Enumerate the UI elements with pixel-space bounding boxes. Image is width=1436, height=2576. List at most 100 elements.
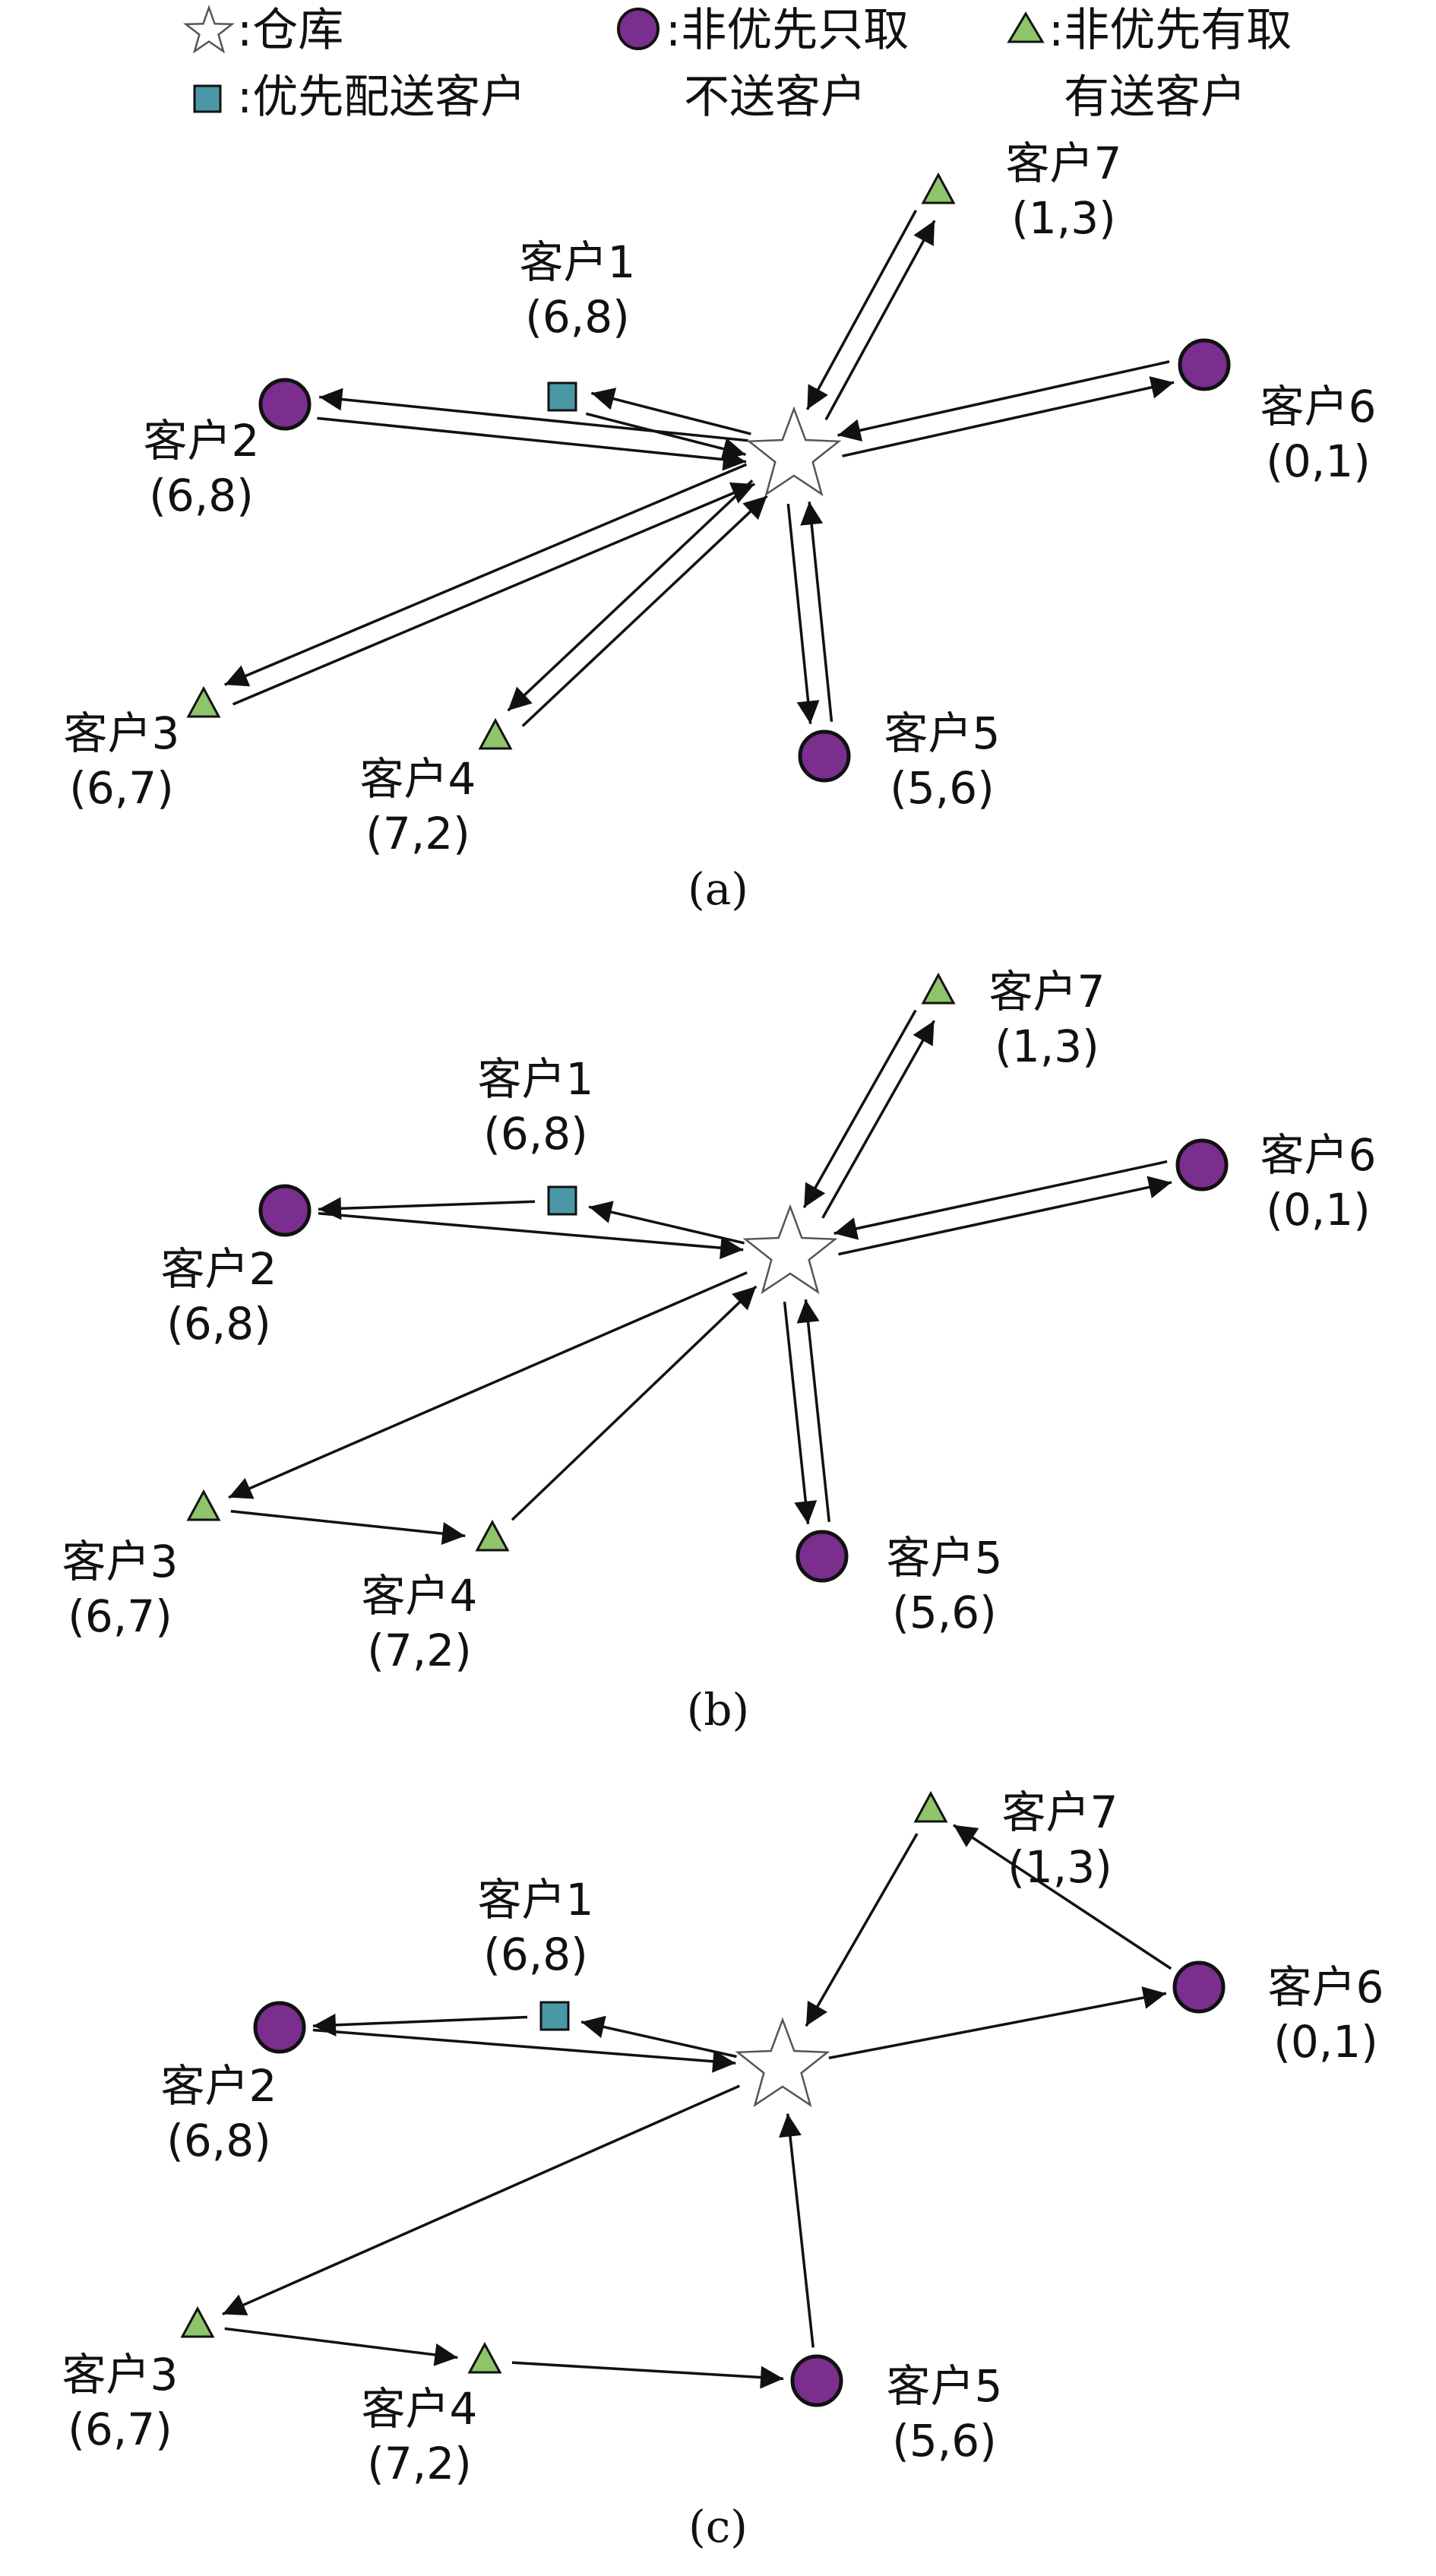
customer-3-coord: (6,7) — [69, 762, 174, 814]
route-arrow-3-to-4 — [224, 2327, 458, 2366]
route-arrow-5-to-D — [779, 2113, 814, 2348]
route-arrow-2-to-D — [312, 2028, 736, 2073]
customer-1-node — [547, 1185, 577, 1216]
customer-4-name: 客户4 — [362, 1570, 478, 1622]
legend: :仓库 :优先配送客户 :非优先只取 不送客户 :非优先有取 有送客户 — [183, 4, 1292, 124]
customer-5-coord: (5,6) — [892, 1587, 997, 1638]
route-arrow-D-to-4 — [507, 479, 754, 712]
route-arrow-3-to-D — [232, 482, 756, 706]
customer-4-name: 客户4 — [360, 753, 476, 805]
legend-pickup-only: :非优先只取 — [666, 4, 909, 57]
route-arrow-D-to-3 — [228, 1271, 748, 1499]
customer-7-coord: (1,3) — [1011, 192, 1116, 244]
customer-1-node — [539, 2001, 570, 2031]
customer-6-coord: (0,1) — [1266, 1184, 1371, 1236]
depot-star-icon — [735, 2017, 830, 2108]
customer-1-coord: (6,8) — [483, 1929, 588, 1980]
customer-2-coord: (6,8) — [149, 470, 254, 521]
customer-7-name: 客户7 — [1006, 138, 1122, 189]
route-arrow-4-to-D — [521, 495, 768, 727]
route-arrow-D-to-6 — [828, 1986, 1167, 2060]
route-arrow-D-to-7 — [824, 220, 936, 421]
route-arrow-6-to-7 — [953, 1824, 1172, 1970]
customer-4-node — [475, 1519, 510, 1552]
customer-4-coord: (7,2) — [367, 2438, 472, 2489]
customer-2-node — [258, 1184, 312, 1237]
customer-5-node — [798, 729, 851, 783]
customer-6-coord: (0,1) — [1273, 2016, 1378, 2068]
route-arrow-2-to-D — [317, 416, 747, 471]
customer-4-coord: (7,2) — [365, 808, 470, 859]
legend-pickup-only-line2: 不送客户 — [684, 71, 866, 124]
route-arrow-D-to-7 — [821, 1020, 935, 1219]
customer-4-coord: (7,2) — [367, 1625, 472, 1676]
customer-4-node — [467, 2341, 502, 2374]
route-arrow-D-to-1 — [580, 2015, 737, 2059]
panel-caption: (c) — [688, 2501, 748, 2552]
customer-5-node — [795, 1530, 849, 1583]
route-arrow-D-to-5 — [783, 1301, 818, 1524]
legend-pickup-delivery-line2: 有送客户 — [1064, 71, 1246, 124]
customer-6-node — [1172, 1960, 1226, 2014]
customer-7-name: 客户7 — [989, 966, 1105, 1017]
route-arrow-1-to-D — [585, 412, 746, 460]
route-arrow-7-to-D — [805, 210, 917, 410]
customer-2-name: 客户2 — [161, 2060, 277, 2112]
panel-b: 客户1(6,8)客户2(6,8)客户3(6,7)客户4(7,2)客户5(5,6)… — [62, 966, 1377, 1736]
route-arrow-D-to-6 — [842, 376, 1175, 457]
customer-7-node — [921, 172, 956, 204]
customer-6-node — [1175, 1138, 1229, 1191]
depot-star-icon — [746, 406, 842, 497]
customer-6-coord: (0,1) — [1266, 435, 1371, 487]
customer-3-coord: (6,7) — [68, 1590, 172, 1642]
route-arrow-D-to-1 — [590, 388, 751, 435]
customer-2-name: 客户2 — [161, 1243, 277, 1295]
route-arrow-2-to-D — [318, 1212, 744, 1260]
route-arrow-3-to-4 — [230, 1510, 466, 1546]
route-arrow-4-to-5 — [511, 2361, 784, 2389]
customer-5-coord: (5,6) — [890, 762, 995, 814]
customer-1-coord: (6,8) — [483, 1108, 588, 1160]
customer-5-name: 客户5 — [887, 1532, 1003, 1584]
route-arrow-D-to-1 — [588, 1201, 745, 1245]
depot-star-icon — [183, 5, 235, 54]
depot-star-icon — [742, 1204, 838, 1295]
route-arrow-6-to-D — [833, 1160, 1168, 1240]
route-arrow-5-to-D — [800, 502, 833, 722]
customer-2-name: 客户2 — [144, 415, 260, 467]
route-arrow-D-to-3 — [222, 2084, 740, 2316]
panel-c: 客户1(6,8)客户2(6,8)客户3(6,7)客户4(7,2)客户5(5,6)… — [62, 1786, 1384, 2552]
pickup-only-circle-icon — [617, 8, 659, 50]
customer-5-coord: (5,6) — [892, 2415, 997, 2467]
pickup-delivery-triangle-icon — [1007, 11, 1045, 43]
customer-6-name: 客户6 — [1260, 1129, 1377, 1181]
customer-4-node — [478, 717, 513, 750]
customer-3-node — [186, 685, 221, 718]
priority-square-icon — [193, 84, 222, 113]
legend-priority: :优先配送客户 — [237, 71, 526, 124]
customer-3-name: 客户3 — [62, 1536, 179, 1587]
customer-5-name: 客户5 — [887, 2360, 1003, 2412]
customer-2-coord: (6,8) — [166, 1298, 271, 1350]
route-arrow-D-to-3 — [224, 463, 748, 687]
customer-1-name: 客户1 — [478, 1053, 594, 1105]
customer-6-node — [1178, 338, 1231, 391]
customer-3-name: 客户3 — [64, 707, 180, 759]
route-arrow-7-to-D — [805, 1833, 919, 2027]
route-arrow-D-to-5 — [786, 503, 820, 724]
panel-caption: (a) — [688, 863, 748, 915]
legend-pickup-delivery: :非优先有取 — [1049, 4, 1292, 57]
customer-7-node — [921, 972, 956, 1005]
customer-1-node — [547, 381, 577, 412]
route-arrow-D-to-6 — [838, 1176, 1172, 1256]
customer-2-node — [253, 2001, 306, 2054]
customer-5-name: 客户5 — [884, 707, 1001, 759]
customer-7-name: 客户7 — [1002, 1786, 1118, 1838]
route-arrow-6-to-D — [837, 360, 1170, 442]
customer-7-coord: (1,3) — [1007, 1841, 1112, 1893]
customer-6-name: 客户6 — [1260, 381, 1377, 432]
customer-7-node — [913, 1790, 948, 1823]
legend-depot: :仓库 — [237, 4, 343, 57]
